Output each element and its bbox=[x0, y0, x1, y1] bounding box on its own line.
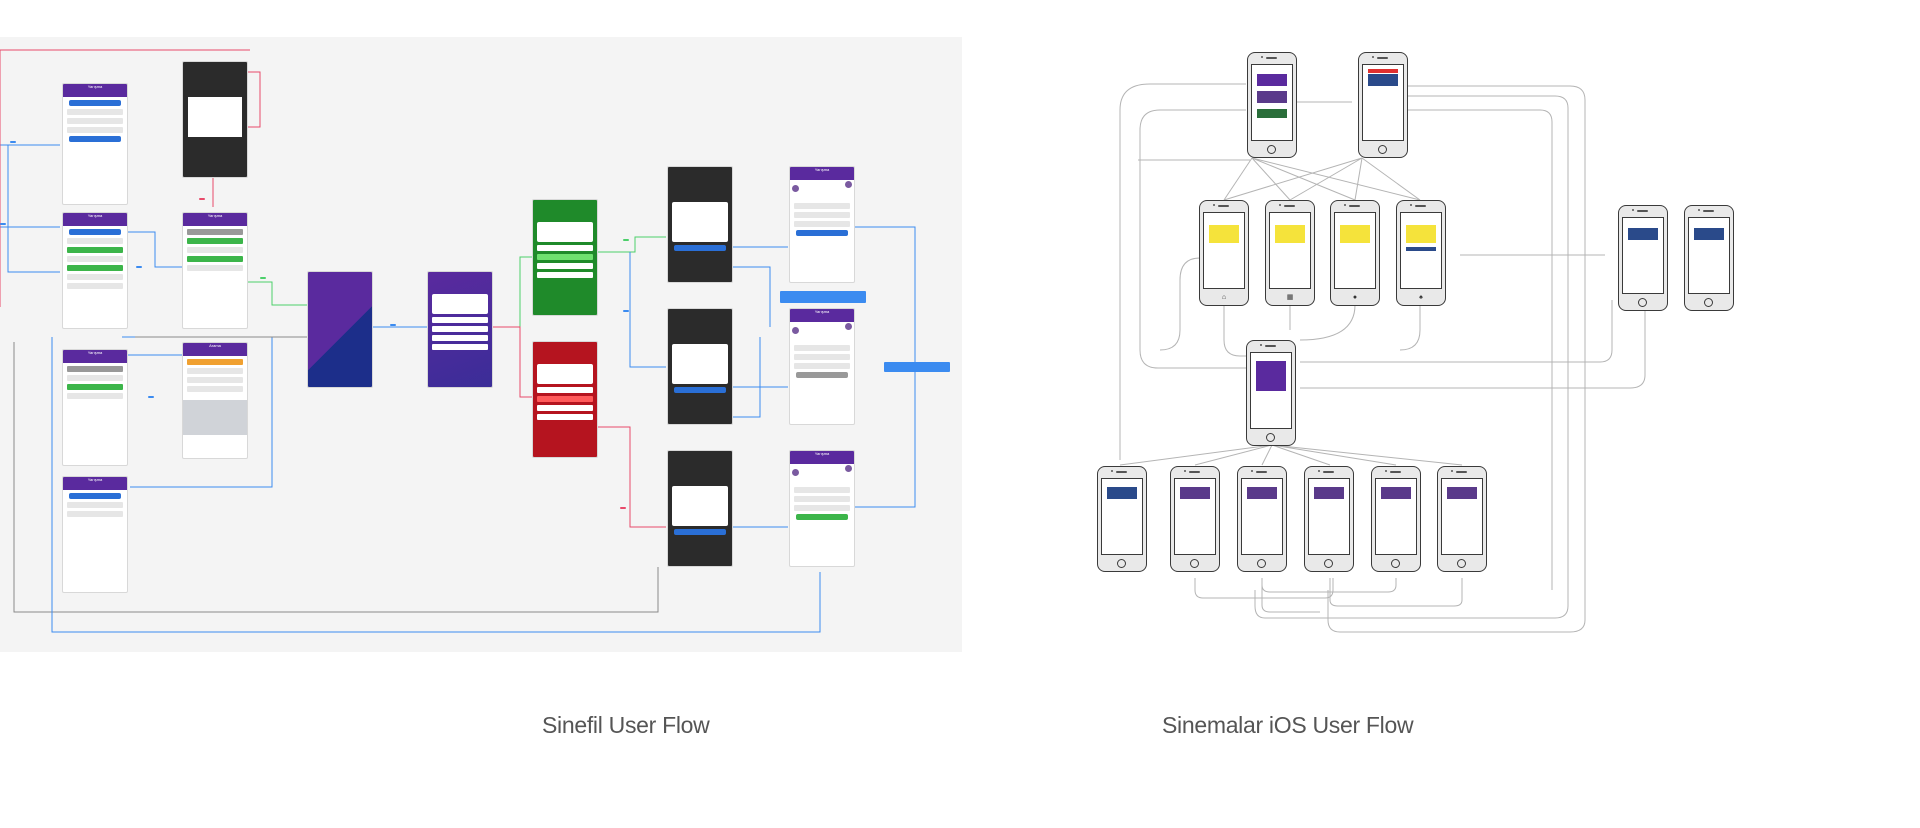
screen-answer-wrong bbox=[533, 342, 597, 457]
bell-icon: ♠ bbox=[1419, 294, 1423, 301]
screen-result-win bbox=[668, 167, 732, 282]
phone-bottom-4 bbox=[1304, 466, 1354, 572]
phone-row2-4: ♠ bbox=[1396, 200, 1446, 306]
phone-bottom-2 bbox=[1170, 466, 1220, 572]
phone-row2-1: ⌂ bbox=[1199, 200, 1249, 306]
screen-challenge-sent: Yarışma bbox=[63, 477, 127, 592]
screen-result-lose bbox=[668, 309, 732, 424]
flow-tag bbox=[390, 324, 396, 326]
screen-challenge-home: Yarışma bbox=[63, 84, 127, 204]
phone-top-1 bbox=[1247, 52, 1297, 158]
flow-tag bbox=[148, 396, 154, 398]
phone-row2-3: ● bbox=[1330, 200, 1380, 306]
phone-row2-2: ▦ bbox=[1265, 200, 1315, 306]
screen-invite-popup bbox=[183, 62, 247, 177]
phone-bottom-3 bbox=[1237, 466, 1287, 572]
screen-friends-list: Yarışma bbox=[63, 350, 127, 465]
phone-middle bbox=[1246, 340, 1296, 446]
phone-bottom-5 bbox=[1371, 466, 1421, 572]
screen-scoreboard-2: Yarışma bbox=[790, 309, 854, 424]
flow-tag bbox=[10, 141, 16, 143]
flow-tag bbox=[199, 198, 205, 200]
home-icon: ⌂ bbox=[1221, 294, 1227, 301]
phone-bottom-1 bbox=[1097, 466, 1147, 572]
phone-top-2 bbox=[1358, 52, 1408, 158]
flow-tag bbox=[136, 266, 142, 268]
screen-versus-intro bbox=[308, 272, 372, 387]
screen-question bbox=[428, 272, 492, 387]
phone-side-1 bbox=[1618, 205, 1668, 311]
caption-sinefil: Sinefil User Flow bbox=[542, 712, 710, 738]
location-icon: ● bbox=[1352, 294, 1358, 301]
flow-tag bbox=[260, 277, 266, 279]
flow-tag bbox=[623, 239, 629, 241]
flow-tag bbox=[620, 507, 626, 509]
film-icon: ▦ bbox=[1286, 294, 1294, 301]
screen-result-draw bbox=[668, 451, 732, 566]
phone-bottom-6 bbox=[1437, 466, 1487, 572]
screen-answer-correct bbox=[533, 200, 597, 315]
screen-random-select: Yarışma bbox=[183, 213, 247, 328]
flow-tag bbox=[884, 362, 950, 372]
screen-search-keyboard: Arama bbox=[183, 343, 247, 458]
screen-scoreboard-3: Yarışma bbox=[790, 451, 854, 566]
flow-tag bbox=[780, 291, 866, 303]
phone-side-2 bbox=[1684, 205, 1734, 311]
caption-sinemalar: Sinemalar iOS User Flow bbox=[1162, 712, 1414, 738]
sinefil-connectors bbox=[0, 49, 916, 633]
screen-opponent-select: Yarışma bbox=[63, 213, 127, 328]
flow-tag bbox=[0, 223, 6, 225]
sinefil-flow-canvas: Yarışma Yarışma Yarışma Yarışma Yarışma … bbox=[0, 37, 962, 652]
flow-tag bbox=[623, 310, 629, 312]
screen-scoreboard-1: Yarışma bbox=[790, 167, 854, 282]
